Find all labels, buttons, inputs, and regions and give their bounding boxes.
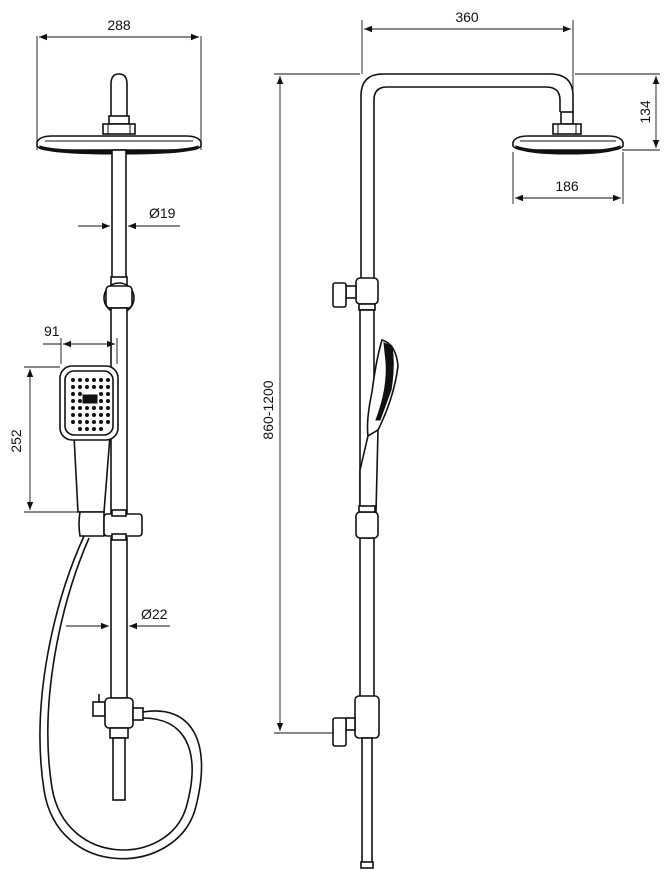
side-hand-shower [359, 339, 399, 513]
label-lower-pipe-dia: Ø22 [141, 606, 168, 622]
label-hand-length: 252 [8, 429, 24, 453]
head-arm [102, 73, 136, 135]
side-upper-bracket [332, 277, 379, 311]
side-diverter [332, 695, 380, 869]
slider-holder [78, 509, 143, 541]
label-head-depth: 186 [555, 178, 579, 194]
label-upper-pipe-dia: Ø19 [149, 205, 176, 221]
label-hand-width: 91 [44, 323, 60, 339]
shower-hose [39, 535, 203, 860]
dim-head-drop: 134 [575, 73, 660, 151]
label-arm-reach: 360 [455, 9, 479, 25]
riser-arm [360, 73, 582, 300]
dim-head-width: 288 [36, 17, 202, 150]
side-view: 360 134 186 860-1200 [260, 9, 660, 869]
label-head-width: 288 [107, 17, 131, 33]
side-slider [355, 505, 379, 539]
dim-hand-shower: 91 252 [8, 323, 118, 513]
upper-wall-bracket [103, 276, 135, 314]
spray-nozzles [71, 378, 110, 431]
label-head-drop: 134 [637, 100, 653, 124]
side-rain-head [512, 135, 624, 155]
dim-arm-reach: 360 [361, 9, 574, 122]
upper-pipe: Ø19 [78, 149, 180, 281]
dim-height-range: 860-1200 [260, 73, 360, 734]
dim-head-depth: 186 [512, 152, 624, 204]
hand-shower [59, 365, 119, 513]
rain-shower-head [36, 135, 202, 155]
label-height-range: 860-1200 [260, 380, 276, 439]
front-view: 288 Ø19 [8, 17, 203, 860]
diverter [92, 694, 144, 801]
